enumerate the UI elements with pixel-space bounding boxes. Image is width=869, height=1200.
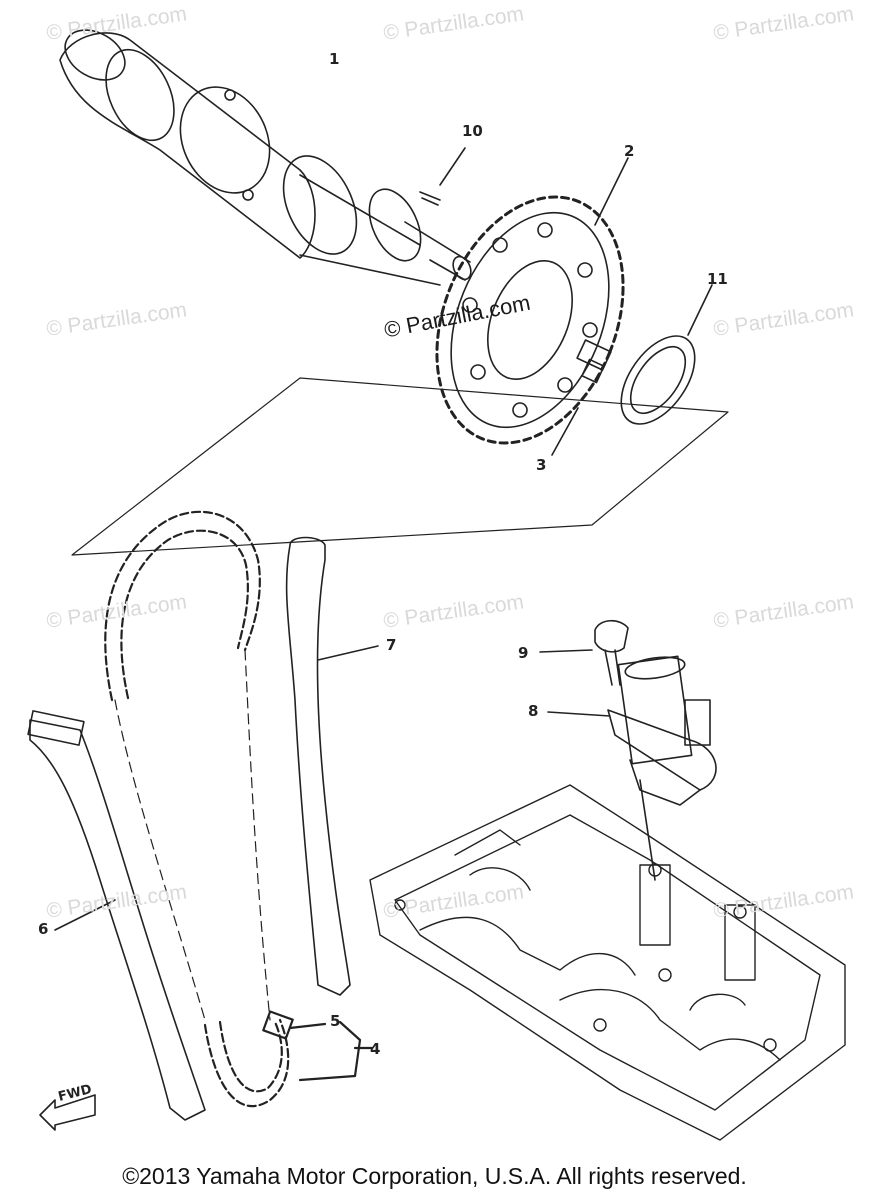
callout-9: 9 (518, 644, 529, 662)
oil-seal[interactable] (606, 284, 713, 437)
cam-chain[interactable] (104, 510, 374, 1108)
callout-6: 6 (38, 920, 49, 938)
callout-1: 1 (329, 50, 340, 68)
tensioner-bolt[interactable] (539, 619, 629, 686)
callout-11: 11 (707, 270, 728, 288)
callout-10: 10 (462, 122, 483, 140)
callout-4: 4 (370, 1040, 381, 1058)
camshaft[interactable] (56, 20, 474, 286)
cam-sprocket[interactable] (402, 157, 657, 471)
callout-5: 5 (330, 1012, 341, 1030)
chain-tensioner[interactable] (547, 654, 717, 881)
sprocket-bolt[interactable] (551, 339, 612, 456)
chain-guide-rear[interactable] (285, 536, 379, 996)
dowel-pin[interactable] (419, 147, 466, 206)
callout-8: 8 (528, 702, 539, 720)
assembly-outline (71, 377, 729, 556)
callout-7: 7 (386, 636, 397, 654)
callout-2: 2 (624, 142, 635, 160)
copyright-notice: ©2013 Yamaha Motor Corporation, U.S.A. A… (122, 1163, 747, 1189)
callout-3: 3 (536, 456, 547, 474)
fwd-arrow-icon (39, 1094, 96, 1131)
cylinder-head (369, 784, 846, 1141)
chain-guide-front[interactable] (27, 710, 206, 1121)
